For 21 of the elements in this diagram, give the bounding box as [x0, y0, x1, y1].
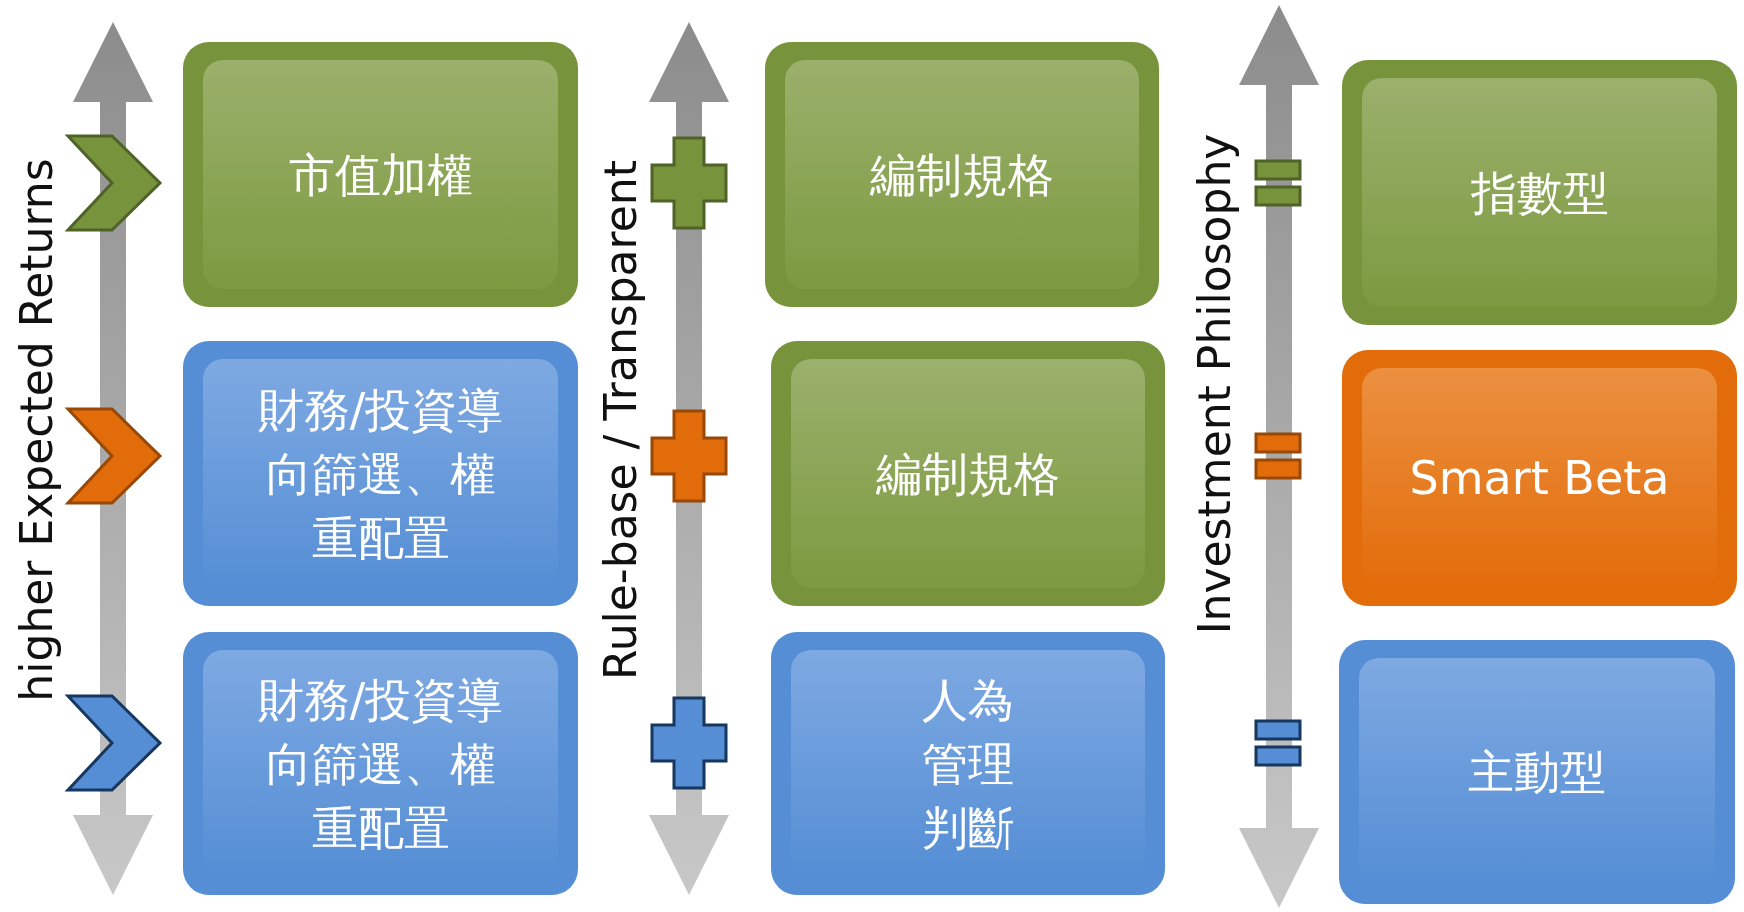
- category-box: [1342, 350, 1737, 606]
- axis-label: Investment Philosophy: [1188, 133, 1240, 635]
- box-label: 編制規格: [870, 146, 1054, 204]
- box-label: 主動型: [1468, 744, 1606, 801]
- category-box: [1339, 640, 1735, 904]
- box-label: Smart Beta: [1409, 450, 1670, 507]
- category-box: [183, 42, 578, 307]
- category-box: [183, 341, 578, 606]
- box-label: 市值加權: [288, 146, 473, 204]
- category-box: [183, 632, 578, 895]
- category-box: [765, 42, 1159, 307]
- axis-label: Rule-base / Transparent: [594, 160, 646, 680]
- category-box: [771, 632, 1165, 895]
- axis-label: higher Expected Returns: [10, 158, 62, 702]
- category-box: [771, 341, 1165, 606]
- box-label: 編制規格: [876, 445, 1060, 503]
- box-label: 人為管理判斷: [921, 671, 1015, 857]
- box-label: 財務/投資導向篩選、權重配置: [256, 671, 505, 857]
- box-label: 財務/投資導向篩選、權重配置: [256, 381, 505, 567]
- category-box: [1342, 60, 1737, 325]
- box-label: 指數型: [1470, 164, 1609, 222]
